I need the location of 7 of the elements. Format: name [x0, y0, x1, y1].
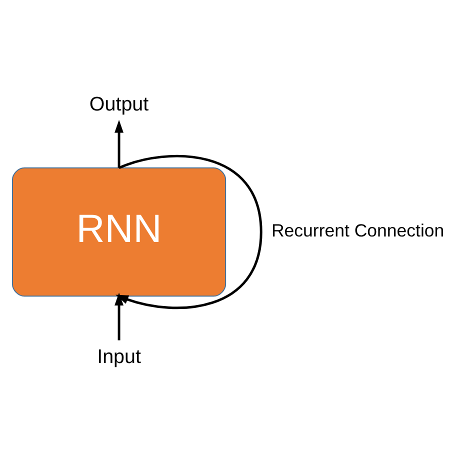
node-text: Output — [89, 93, 149, 116]
node-text: Input — [97, 346, 141, 368]
node-box: RNN — [12, 166, 226, 296]
arrow — [114, 292, 124, 340]
edge-label: Recurrent Connection — [271, 220, 444, 240]
arrow — [116, 154, 262, 308]
arrow — [114, 119, 124, 168]
